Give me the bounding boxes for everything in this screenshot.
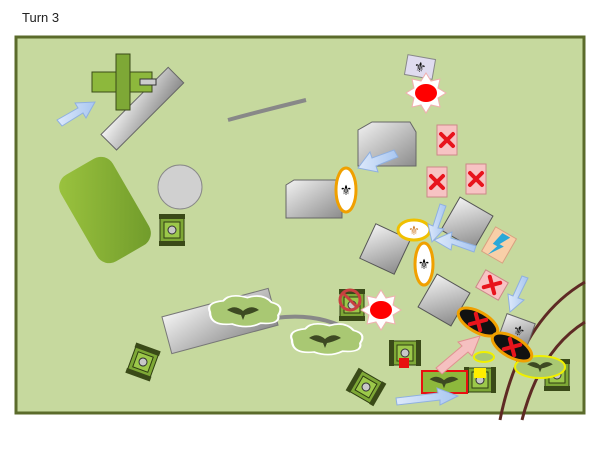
explosion-marker — [360, 289, 402, 331]
svg-text:⚜: ⚜ — [408, 223, 420, 238]
move-arrow — [395, 387, 460, 406]
fleur-icon: ⚜ — [412, 58, 427, 76]
tank-unit[interactable] — [158, 213, 186, 247]
road-segment — [227, 98, 307, 122]
no-entry-icon — [338, 288, 362, 312]
objective-card[interactable]: ⚜ — [403, 54, 437, 80]
building-terrain — [285, 179, 343, 219]
svg-text:⚜: ⚜ — [418, 256, 431, 272]
explosion-marker — [405, 72, 447, 114]
move-arrow — [357, 149, 399, 173]
casualty-card[interactable] — [426, 166, 448, 198]
burning-unit-token[interactable]: ⚜ — [413, 241, 435, 287]
burning-unit-token[interactable]: ⚜ — [396, 218, 432, 242]
ruin-block — [440, 196, 494, 250]
casualty-card[interactable] — [436, 124, 458, 156]
casualty-card[interactable] — [475, 269, 509, 301]
burning-unit-token[interactable]: ⚜ — [334, 166, 358, 214]
move-arrow — [427, 203, 447, 244]
lightning-card[interactable] — [480, 226, 518, 264]
smoke-cloud — [473, 351, 495, 363]
move-arrow — [507, 275, 529, 313]
svg-text:⚜: ⚜ — [340, 182, 353, 198]
casualty-card[interactable] — [465, 163, 487, 195]
building-terrain — [357, 121, 417, 167]
turn-label: Turn 3 — [22, 10, 60, 25]
charge-arrow — [435, 335, 481, 375]
crater-terrain — [157, 164, 203, 210]
move-arrow — [56, 101, 96, 127]
damage-marker — [474, 368, 486, 378]
move-arrow — [432, 231, 477, 253]
damage-marker — [399, 358, 409, 368]
lightning-icon — [487, 233, 511, 255]
forest-terrain — [59, 156, 151, 264]
flyer-aircraft[interactable] — [91, 53, 157, 111]
ruin-wall — [100, 66, 185, 151]
destroyed-unit-token[interactable] — [488, 327, 536, 366]
ruin-block — [359, 223, 411, 275]
